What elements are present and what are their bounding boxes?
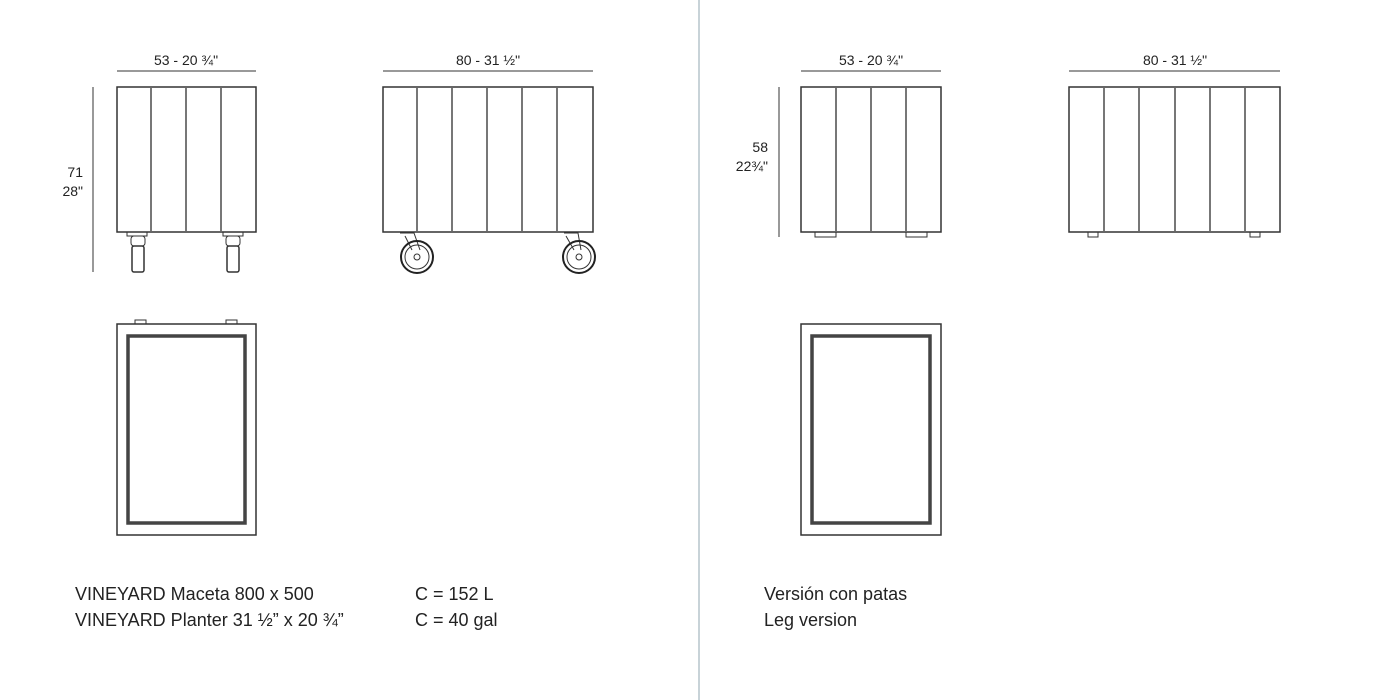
top-outer-frame [116,323,257,536]
leg-icon [814,231,837,238]
leg-icon [1249,231,1261,238]
leg-icon [905,231,928,238]
leg-icon [1087,231,1099,238]
top-inner-opening [810,334,932,525]
leg-version-title-es: Versión con patas [764,584,907,604]
wheel-icon [562,232,596,274]
product-name-es: VINEYARD Maceta 800 x 500 [75,584,314,604]
leg-version-side-view: 80 - 31 ½" [1068,52,1281,238]
length-dimension-label: 80 - 31 ½" [1143,52,1207,68]
width-dimension-label: 53 - 20 ¾" [154,52,218,68]
planter-side-view: 80 - 31 ½" [382,52,596,274]
leg-version-top-view [800,323,942,536]
planter-front-view: 53 - 20 ¾" 71 28" [62,52,257,273]
length-dimension-label: 80 - 31 ½" [456,52,520,68]
width-dimension-label: 53 - 20 ¾" [839,52,903,68]
planter-top-view [116,319,257,536]
capacity-gallons: C = 40 gal [415,610,498,630]
leg-version-front-view: 53 - 20 ¾" 58 22¾" [736,52,942,238]
height-in-label: 22¾" [736,158,768,174]
capacity-liters: C = 152 L [415,584,494,604]
height-cm-label: 71 [67,164,83,180]
leg-version-title-en: Leg version [764,610,857,630]
top-inner-opening [126,334,247,525]
wheel-icon [400,232,434,274]
caster-icon [126,231,148,273]
product-name-en: VINEYARD Planter 31 ½” x 20 ¾” [75,610,344,630]
height-in-label: 28" [62,183,83,199]
caster-icon [222,231,244,273]
top-outer-frame [800,323,942,536]
height-cm-label: 58 [752,139,768,155]
